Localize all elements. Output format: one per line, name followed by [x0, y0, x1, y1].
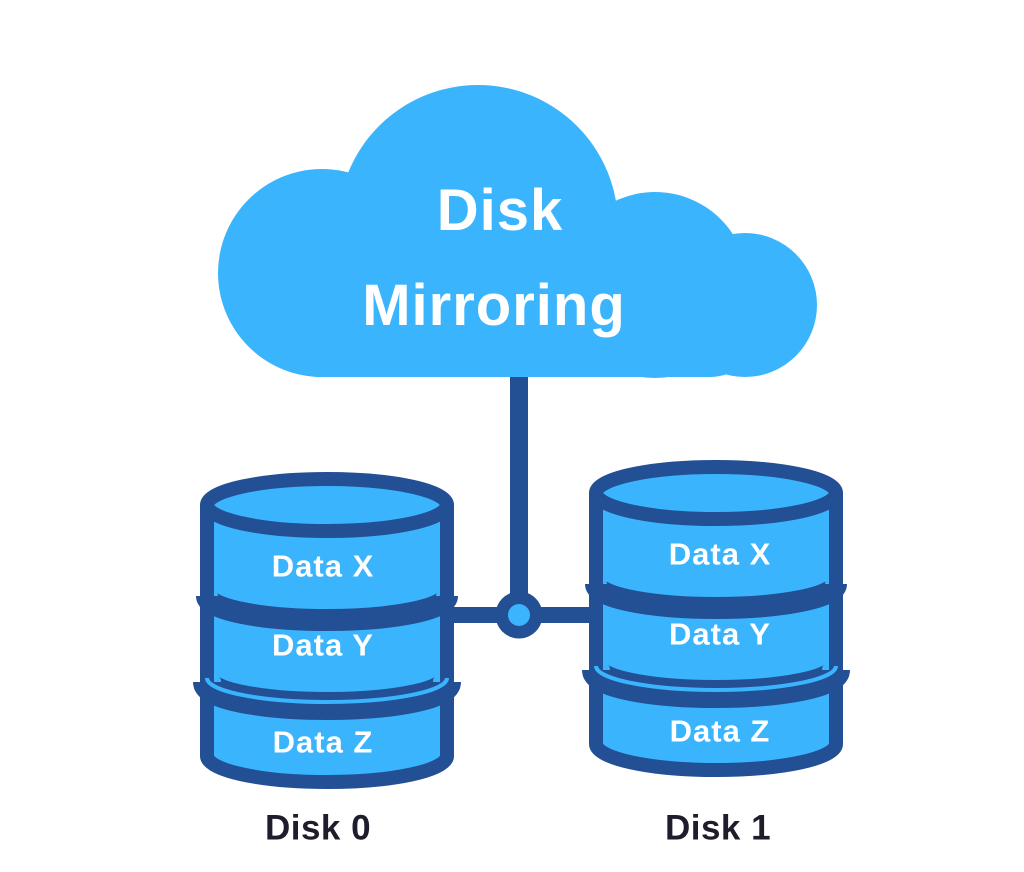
disk-0-caption: Disk 0: [264, 808, 372, 848]
disk-1-segment-data-y: Data Y: [669, 616, 771, 652]
disk-1-caption: Disk 1: [664, 808, 772, 848]
disk-0-segment-data-x: Data X: [271, 548, 375, 584]
disk-1-segment-data-x: Data X: [668, 536, 772, 572]
cloud-title-line-1: Disk: [436, 178, 564, 243]
junction-node: [495, 591, 543, 639]
disk-0-segment-data-z: Data Z: [272, 724, 374, 760]
disk-0-segment-data-y: Data Y: [272, 627, 374, 663]
disk-1-segment-data-z: Data Z: [669, 713, 771, 749]
junction-dot: [508, 604, 530, 626]
cloud-base: [270, 245, 760, 377]
connector-lines: [440, 350, 610, 623]
cloud-to-junction-line: [510, 350, 528, 615]
cloud-title-line-2: Mirroring: [362, 273, 626, 338]
cloud-shape: [218, 85, 817, 378]
